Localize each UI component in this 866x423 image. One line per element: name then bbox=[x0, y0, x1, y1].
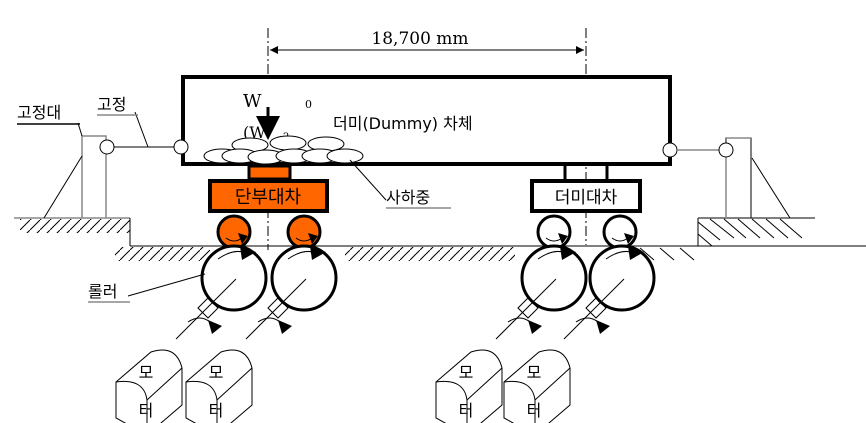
dummy-bogie-wheel-2 bbox=[602, 214, 638, 250]
roller-label: 롤러 bbox=[88, 282, 117, 301]
rotation-arrow-icon bbox=[628, 246, 644, 260]
fixing-stand-left bbox=[43, 111, 189, 219]
ground bbox=[14, 217, 866, 261]
motor-label-top: 모 bbox=[527, 363, 542, 382]
motor-label-top: 모 bbox=[209, 363, 224, 382]
rollers bbox=[175, 244, 656, 340]
roller bbox=[245, 244, 338, 340]
down-arrow-icon bbox=[256, 116, 280, 140]
roller-leader bbox=[127, 273, 206, 297]
dimension-line: 18,700 mm bbox=[270, 29, 584, 54]
rotation-arrow-icon bbox=[208, 320, 222, 334]
motor-label-bottom: 터 bbox=[139, 401, 154, 420]
motor: 모터 bbox=[435, 349, 503, 423]
motor-label-top: 모 bbox=[139, 363, 154, 382]
rotation-arrow-icon bbox=[560, 246, 576, 260]
dead-load-bags bbox=[203, 135, 364, 165]
fixing-stand-label: 고정대 bbox=[17, 103, 61, 122]
rotation-arrow-icon bbox=[596, 320, 610, 334]
motor-label-top: 모 bbox=[459, 363, 474, 382]
load-label-superscript: 0 bbox=[305, 98, 312, 111]
fixing-label: 고정 bbox=[97, 95, 126, 114]
load-label-w: W bbox=[243, 91, 262, 112]
roller bbox=[495, 244, 588, 340]
end-bogie-label: 단부대차 bbox=[235, 187, 302, 208]
motor-label-bottom: 터 bbox=[209, 401, 224, 420]
end-bogie-wheel-2 bbox=[286, 214, 322, 250]
dummy-bogie-label: 더미대차 bbox=[555, 188, 618, 208]
rotation-arrow-icon bbox=[528, 320, 542, 334]
dimension-label: 18,700 mm bbox=[371, 29, 468, 49]
dead-load-label: 사하중 bbox=[386, 188, 430, 207]
dead-load-leader bbox=[349, 159, 387, 201]
motor-label-bottom: 터 bbox=[527, 401, 542, 420]
motor: 모터 bbox=[185, 349, 253, 423]
dummy-bogie: 더미대차 bbox=[530, 164, 642, 250]
roller bbox=[175, 244, 268, 340]
dummy-body-label: 더미(Dummy) 차체 bbox=[333, 114, 473, 133]
motor: 모터 bbox=[503, 349, 571, 423]
end-bogie-wheel-1 bbox=[216, 214, 252, 250]
load-label-sub: (W bbox=[243, 123, 266, 142]
end-bogie: 단부대차 bbox=[208, 164, 329, 250]
fixing-stand-right bbox=[662, 137, 791, 219]
motor: 모터 bbox=[115, 349, 183, 423]
rotation-arrow-icon bbox=[278, 320, 292, 334]
motor-label-bottom: 터 bbox=[459, 401, 474, 420]
rotation-arrow-icon bbox=[310, 246, 326, 260]
dummy-bogie-wheel-1 bbox=[536, 214, 572, 250]
rotation-arrow-icon bbox=[240, 246, 256, 260]
roller bbox=[563, 244, 656, 340]
